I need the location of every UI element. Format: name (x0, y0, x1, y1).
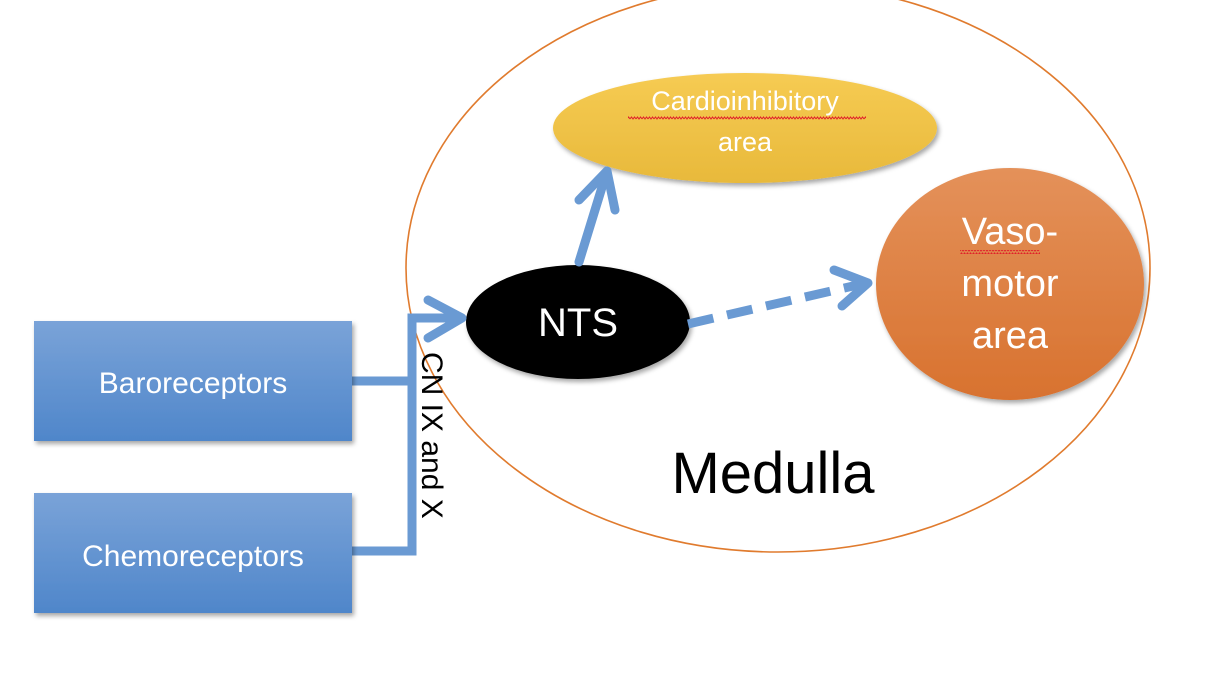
cardioinhibitory-label-line2: area (718, 127, 773, 157)
connector-label: CN IX and X (415, 352, 448, 519)
nts-label: NTS (538, 301, 618, 345)
medulla-label: Medulla (671, 441, 875, 506)
arrow-nts-to-vasomotor (686, 265, 873, 329)
chemoreceptors-node (34, 493, 352, 613)
chemoreceptors-label: Chemoreceptors (82, 540, 304, 573)
vasomotor-label-line3: area (972, 315, 1049, 357)
arrow-nts-to-cardioinhibitory (574, 166, 620, 267)
vasomotor-area-node (876, 168, 1144, 400)
vasomotor-label-line1: Vaso- (962, 211, 1058, 253)
connector-cn-ix-x (352, 295, 467, 556)
nts-node (466, 265, 690, 379)
medulla-region-outline (405, 0, 1151, 553)
baroreceptors-node (34, 321, 352, 441)
spellcheck-underline (628, 116, 866, 120)
vasomotor-label-line2: motor (961, 263, 1058, 305)
cardioinhibitory-label-line1: Cardioinhibitory (651, 86, 839, 116)
cardioinhibitory-area-node (553, 73, 937, 183)
baroreceptors-label: Baroreceptors (99, 367, 287, 400)
spellcheck-underline (960, 250, 1040, 254)
